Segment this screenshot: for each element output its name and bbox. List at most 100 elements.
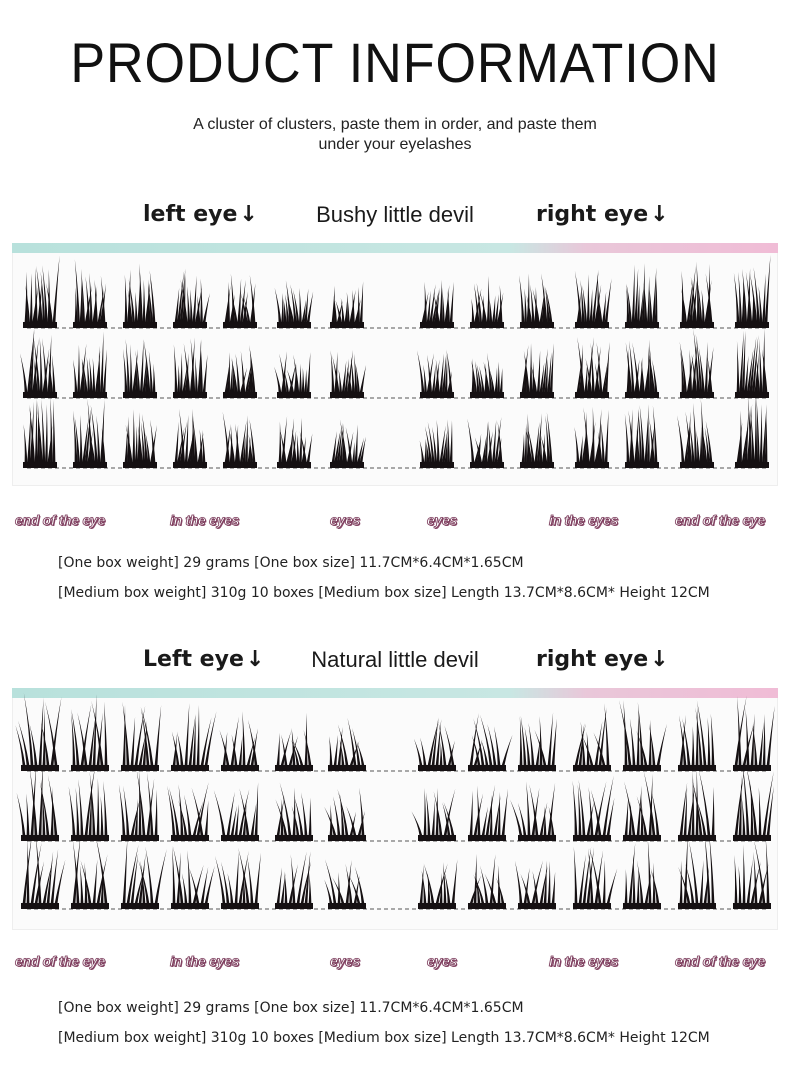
lash-cluster	[680, 261, 714, 328]
lash-cluster	[470, 275, 504, 328]
style-name: Natural little devil	[311, 647, 479, 672]
label-in-the-eyes: in the eyes	[170, 512, 240, 529]
lash-cluster	[123, 338, 157, 398]
lash-cluster	[16, 759, 59, 841]
lash-cluster	[735, 328, 769, 398]
lash-cluster	[678, 700, 716, 771]
lash-tray-natural	[12, 688, 778, 930]
label-end-of-eye: end of the eye	[675, 953, 766, 970]
label-eyes: eyes	[330, 953, 361, 970]
lash-cluster	[121, 701, 162, 771]
lash-cluster	[573, 703, 611, 771]
lash-cluster	[677, 398, 714, 468]
position-labels: end of the eye in the eyes eyes eyes in …	[0, 512, 790, 534]
page-subtitle: A cluster of clusters, paste them in ord…	[0, 115, 790, 155]
arrow-down-icon: ↓	[650, 202, 669, 227]
lash-cluster	[733, 837, 771, 909]
lash-cluster	[678, 767, 716, 841]
label-in-the-eyes: in the eyes	[170, 953, 240, 970]
lash-cluster	[518, 712, 557, 771]
lash-cluster	[173, 408, 207, 468]
lash-cluster	[21, 831, 66, 909]
arrow-down-icon: ↓	[650, 647, 669, 672]
lash-cluster	[171, 703, 217, 771]
label-end-of-eye: end of the eye	[15, 953, 106, 970]
lash-cluster	[223, 273, 257, 328]
lash-cluster	[123, 409, 157, 468]
lash-cluster	[71, 833, 109, 909]
lash-cluster	[275, 782, 313, 841]
lash-cluster	[73, 398, 107, 468]
lash-cluster	[171, 845, 215, 909]
lash-cluster	[468, 784, 509, 841]
spec-line-box: [One box weight] 29 grams [One box size]…	[58, 1000, 524, 1016]
lash-cluster	[328, 717, 366, 771]
label-eyes: eyes	[427, 512, 458, 529]
lash-cluster	[467, 416, 504, 468]
lash-cluster	[519, 273, 554, 328]
lash-cluster	[623, 770, 661, 841]
lash-cluster	[223, 344, 257, 398]
lash-cluster	[15, 693, 62, 771]
lash-cluster	[679, 328, 714, 398]
lash-cluster	[73, 331, 107, 398]
spec-line-medium-box: [Medium box weight] 310g 10 boxes [Mediu…	[58, 1030, 710, 1046]
lash-cluster	[274, 351, 311, 398]
lash-cluster	[520, 412, 554, 468]
lash-cluster	[330, 419, 366, 468]
lash-cluster	[619, 700, 667, 771]
tray-color-band	[12, 243, 778, 253]
lash-cluster	[573, 846, 618, 909]
lash-cluster	[73, 259, 107, 328]
lash-cluster	[735, 394, 769, 468]
lash-cluster	[624, 404, 659, 468]
lash-cluster	[574, 406, 609, 468]
lash-cluster	[411, 787, 456, 841]
lash-cluster	[277, 416, 313, 468]
lash-cluster	[20, 328, 57, 398]
lash-cluster	[214, 847, 261, 909]
subtitle-line-1: A cluster of clusters, paste them in ord…	[193, 116, 597, 133]
style-name: Bushy little devil	[316, 202, 474, 227]
lash-cluster	[173, 337, 208, 398]
lash-cluster	[514, 860, 556, 909]
lash-cluster	[68, 763, 109, 841]
lash-cluster	[324, 787, 366, 841]
lash-cluster	[733, 758, 774, 841]
lash-cluster	[574, 269, 612, 328]
lash-cluster	[71, 694, 109, 771]
subtitle-line-2: under your eyelashes	[318, 136, 472, 153]
tray-color-band	[12, 688, 778, 698]
lash-cluster	[275, 712, 313, 771]
lash-cluster	[468, 713, 513, 771]
lash-cluster	[213, 782, 259, 841]
lash-cluster	[418, 859, 458, 909]
lash-cluster	[623, 837, 661, 909]
lash-cluster	[510, 781, 556, 841]
lash-cluster	[219, 711, 259, 771]
label-in-the-eyes: in the eyes	[549, 953, 619, 970]
lash-cluster	[274, 280, 314, 328]
label-eyes: eyes	[427, 953, 458, 970]
spec-line-medium-box: [Medium box weight] 310g 10 boxes [Mediu…	[58, 585, 710, 601]
lash-cluster	[678, 831, 716, 909]
left-eye-heading: Left eye↓	[143, 647, 265, 672]
lash-cluster	[520, 343, 554, 398]
lash-cluster	[173, 268, 210, 328]
label-eyes: eyes	[330, 512, 361, 529]
lash-clusters-image	[15, 693, 775, 910]
spec-line-box: [One box weight] 29 grams [One box size]…	[58, 555, 524, 571]
lash-cluster	[733, 254, 771, 328]
lash-cluster	[222, 411, 257, 468]
lash-cluster	[420, 279, 454, 328]
lash-cluster	[330, 349, 367, 398]
arrow-down-icon: ↓	[245, 647, 265, 672]
label-end-of-eye: end of the eye	[15, 512, 106, 529]
lash-cluster	[118, 768, 159, 841]
lash-cluster	[275, 851, 313, 909]
lash-cluster	[330, 281, 364, 328]
lash-cluster	[23, 255, 60, 328]
right-eye-heading: right eye↓	[536, 647, 669, 672]
lash-cluster	[413, 717, 456, 771]
lash-cluster	[417, 349, 454, 398]
